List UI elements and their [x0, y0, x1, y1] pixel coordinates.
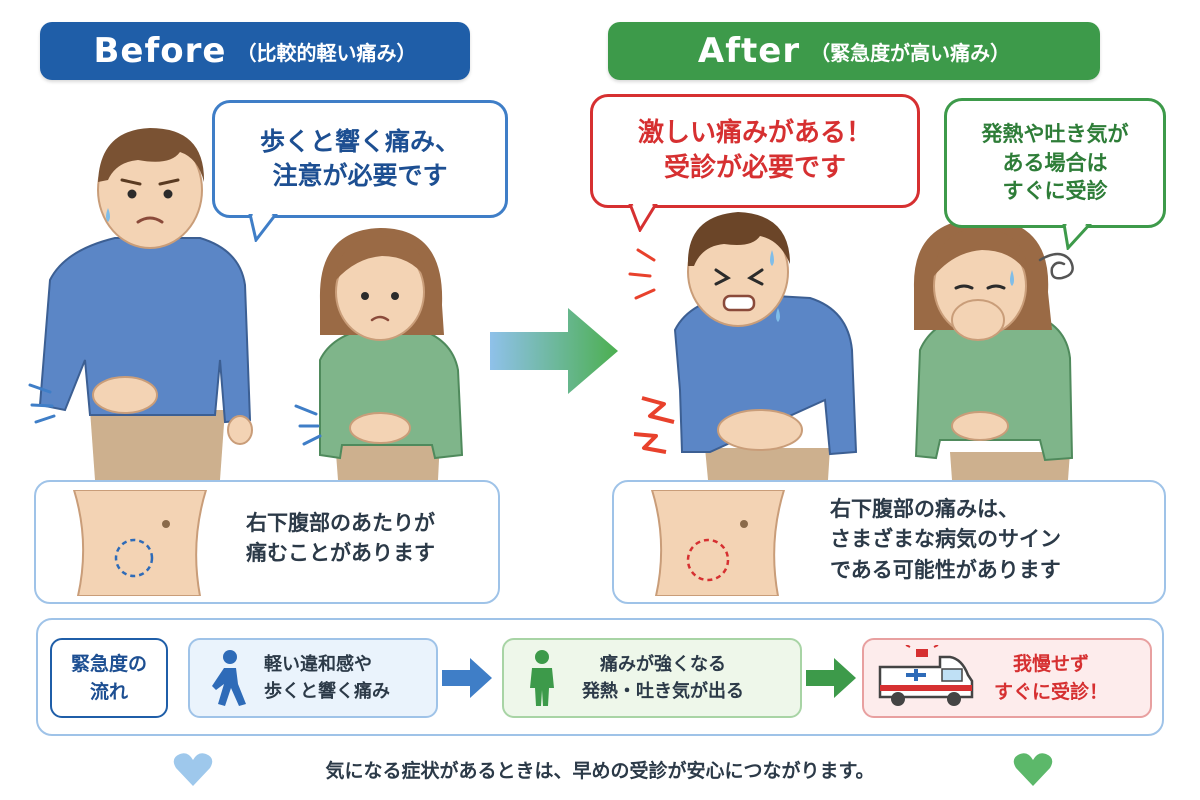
before-speech-bubble: 歩くと響く痛み、 注意が必要です [212, 100, 508, 218]
flow-step1-line1: 軽い違和感や [264, 654, 372, 675]
flow-step3-line1: 我慢せず [1013, 652, 1090, 675]
woman-holding-stomach-figure [294, 228, 464, 480]
before-info-line1: 右下腹部のあたりが [246, 511, 435, 535]
man-in-severe-pain-figure [628, 212, 858, 480]
heart-icon [173, 753, 213, 786]
arrow-right-icon [806, 658, 856, 698]
woman-nauseous-figure [913, 218, 1074, 480]
after-green-bubble-tail [1062, 224, 1092, 250]
after-red-bubble-line1: 激しい痛みがある！ [637, 117, 872, 148]
pain-spark-icon [641, 396, 675, 424]
after-header: After （緊急度が高い痛み） [608, 22, 1100, 80]
urgency-flow-panel: 緊急度の 流れ 軽い違和感や 歩くと響く痛み 痛みが強くなる 発熱・吐き気が出る [36, 618, 1164, 736]
before-bubble-tail [248, 214, 278, 242]
flow-label-line2: 流れ [89, 681, 128, 703]
arrow-right-icon [442, 658, 492, 698]
arrow-right-icon [490, 308, 618, 394]
flow-step2-line2: 発熱・吐き気が出る [582, 681, 744, 702]
before-illustration [28, 128, 464, 480]
after-illustration [628, 212, 1074, 480]
flow-label-line1: 緊急度の [70, 652, 147, 675]
flow-step2-line1: 痛みが強くなる [600, 654, 726, 675]
flow-step-moderate: 痛みが強くなる 発熱・吐き気が出る [502, 638, 802, 718]
ambulance-icon [878, 645, 974, 706]
after-info-line2: さまざまな病気のサイン [830, 527, 1061, 552]
after-info-line3: である可能性があります [830, 557, 1061, 582]
walking-person-icon [212, 650, 246, 706]
before-info-line2: 痛むことがあります [246, 541, 435, 566]
after-info-line1: 右下腹部の痛みは、 [830, 497, 1019, 521]
after-info-box: 右下腹部の痛みは、 さまざまな病気のサイン である可能性があります [612, 480, 1166, 604]
heart-icon [1013, 753, 1053, 786]
standing-person-icon [530, 650, 554, 706]
before-bubble-line2: 注意が必要です [272, 161, 448, 190]
after-subtitle: （緊急度が高い痛み） [810, 40, 1011, 65]
after-green-bubble-line2: ある場合は [1002, 150, 1108, 175]
before-info-box: 右下腹部のあたりが 痛むことがあります [34, 480, 500, 604]
after-green-bubble-line3: すぐに受診 [1002, 179, 1108, 204]
after-red-bubble-tail [628, 204, 658, 232]
dizzy-swirl-icon [1038, 252, 1074, 280]
transition-arrow [490, 308, 618, 394]
after-red-speech-bubble: 激しい痛みがある！ 受診が必要です [590, 94, 920, 208]
before-header: Before （比較的軽い痛み） [40, 22, 470, 80]
after-red-bubble-line2: 受診が必要です [663, 153, 846, 183]
flow-step-urgent: 我慢せず すぐに受診！ [862, 638, 1152, 718]
man-holding-stomach-figure [28, 128, 253, 480]
flow-step-mild: 軽い違和感や 歩くと響く痛み [188, 638, 438, 718]
after-green-bubble-line1: 発熱や吐き気が [981, 122, 1129, 147]
flow-step3-line2: すぐに受診！ [994, 681, 1109, 703]
flow-arrow-1 [442, 658, 492, 698]
before-title: Before [93, 31, 227, 71]
footer-message: 気になる症状があるときは、早めの受診が安心につながります。 [325, 760, 875, 782]
flow-label-box: 緊急度の 流れ [50, 638, 168, 718]
before-subtitle: （比較的軽い痛み） [236, 40, 417, 65]
before-bubble-line1: 歩くと響く痛み、 [259, 127, 460, 157]
after-title: After [697, 31, 801, 71]
flow-arrow-2 [806, 658, 856, 698]
belly-illustration-before [72, 490, 208, 596]
belly-illustration-after [650, 490, 786, 596]
flow-step1-line2: 歩くと響く痛み [264, 681, 390, 702]
after-green-speech-bubble: 発熱や吐き気が ある場合は すぐに受診 [944, 98, 1166, 228]
